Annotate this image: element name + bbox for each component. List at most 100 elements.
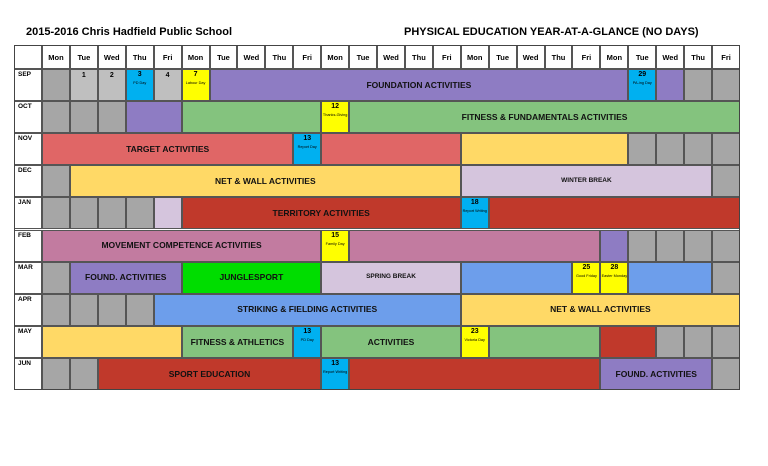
empty-block [125,293,154,326]
empty-block [153,197,182,230]
corner-cell [14,45,42,69]
empty-block [460,261,573,294]
activity-block: FOUND. ACTIVITIES [69,261,182,294]
activity-block: SPORT EDUCATION [97,357,322,390]
month-label-dec: DEC [14,165,42,198]
day-note: Labour Day [185,81,206,85]
empty-block [42,165,70,198]
empty-block [712,69,740,102]
empty-block [321,133,461,166]
empty-block [628,229,657,262]
empty-block [42,357,70,390]
day-header: Mon [321,45,350,69]
empty-block [712,133,740,166]
month-label-oct: OCT [14,101,42,134]
activity-block: STRIKING & FIELDING ACTIVITIES [153,293,461,326]
day-header: Wed [237,45,266,69]
day-header: Tue [488,45,517,69]
day-header: Tue [628,45,657,69]
activity-block: MOVEMENT COMPETENCE ACTIVITIES [42,229,322,262]
calendar-day: 4 [153,69,182,102]
day-header: Wed [656,45,685,69]
day-note: Good Friday [575,273,597,278]
day-header: Thu [684,45,713,69]
empty-block [600,325,657,358]
day-header: Mon [460,45,489,69]
activity-block: TARGET ACTIVITIES [42,133,294,166]
day-number: 3 [137,71,142,78]
day-header: Thu [125,45,154,69]
empty-block [69,101,98,134]
day-number: 2 [109,72,114,79]
month-label-mar: MAR [14,261,42,294]
day-header: Thu [544,45,573,69]
day-header: Fri [572,45,601,69]
activity-block: FITNESS & ATHLETICS [181,325,294,358]
calendar-day: 3 PD Day [125,69,154,102]
activity-block: ACTIVITIES [321,325,461,358]
empty-block [42,197,70,230]
day-header: Fri [432,45,461,69]
day-number: 29 [638,71,647,78]
empty-block [69,357,98,390]
empty-block [460,133,629,166]
day-header: Tue [209,45,238,69]
day-number: 23 [470,327,479,335]
empty-block [712,357,740,390]
day-note: Easter Monday [601,273,628,278]
empty-block [684,133,713,166]
day-number: 1 [81,72,86,79]
empty-block [600,229,629,262]
empty-block [712,325,740,358]
calendar-day: 1 [69,69,98,102]
empty-block [349,229,601,262]
empty-block [42,325,182,358]
empty-block [712,229,740,262]
calendar-day: 13 PD Day [293,325,322,358]
empty-block [488,197,740,230]
activity-block: FOUND. ACTIVITIES [600,357,713,390]
day-number: 12 [331,103,340,111]
month-label-nov: NOV [14,133,42,166]
empty-block [125,101,182,134]
activity-block: WINTER BREAK [460,165,713,198]
empty-block [684,325,713,358]
empty-block [69,293,98,326]
empty-block [97,197,126,230]
empty-block [656,325,685,358]
day-number: 13 [303,327,312,335]
day-header: Fri [293,45,322,69]
month-label-jan: JAN [14,197,42,230]
empty-block [628,133,657,166]
empty-block [656,69,685,102]
month-label-sep: SEP [14,69,42,102]
empty-block [488,325,601,358]
month-label-apr: APR [14,293,42,326]
empty-block [684,229,713,262]
empty-block [42,101,70,134]
day-note: PA-ing Day [632,81,652,85]
empty-block [349,357,601,390]
day-number: 4 [165,72,170,79]
day-note: Report Day [297,145,317,150]
day-number: 15 [331,231,340,239]
activity-block: JUNGLESPORT [181,261,322,294]
day-header: Tue [349,45,378,69]
activity-block: NET & WALL ACTIVITIES [69,165,461,198]
day-note: PD Day [300,337,314,342]
activity-block: SPRING BREAK [321,261,461,294]
calendar-day: 2 [97,69,126,102]
day-note: Report Writing [323,369,348,374]
day-header: Wed [377,45,405,69]
day-header: Thu [265,45,294,69]
empty-block [42,293,70,326]
day-note: PD Day [133,81,147,85]
day-number: 13 [331,359,340,367]
empty-block [181,101,322,134]
